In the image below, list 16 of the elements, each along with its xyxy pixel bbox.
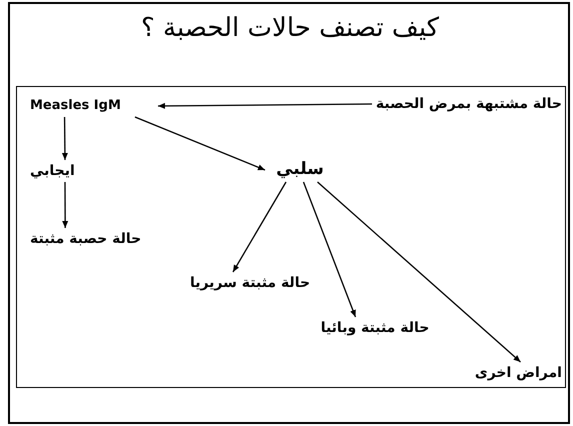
arrow [62, 182, 68, 228]
arrow [134, 116, 266, 171]
node-label: حالة مثبتة وبائيا [320, 318, 430, 338]
node-label: حالة حصبة مثبتة [30, 230, 142, 248]
arrow [232, 182, 287, 272]
node-label: حالة مشتبهة بمرض الحصبة [376, 94, 562, 114]
arrow [158, 102, 372, 109]
arrow [62, 117, 68, 160]
node-label: ايجابي [30, 162, 75, 180]
node-label: حالة مثبتة سريريا [190, 274, 310, 292]
node-label: Measles IgM [30, 97, 121, 116]
arrow [317, 182, 521, 362]
arrow [302, 182, 356, 318]
node-label: امراض اخرى [474, 364, 562, 382]
title: كيف تصنف حالات الحصبة ؟ [140, 12, 440, 44]
node-label: سلبي [276, 158, 324, 182]
